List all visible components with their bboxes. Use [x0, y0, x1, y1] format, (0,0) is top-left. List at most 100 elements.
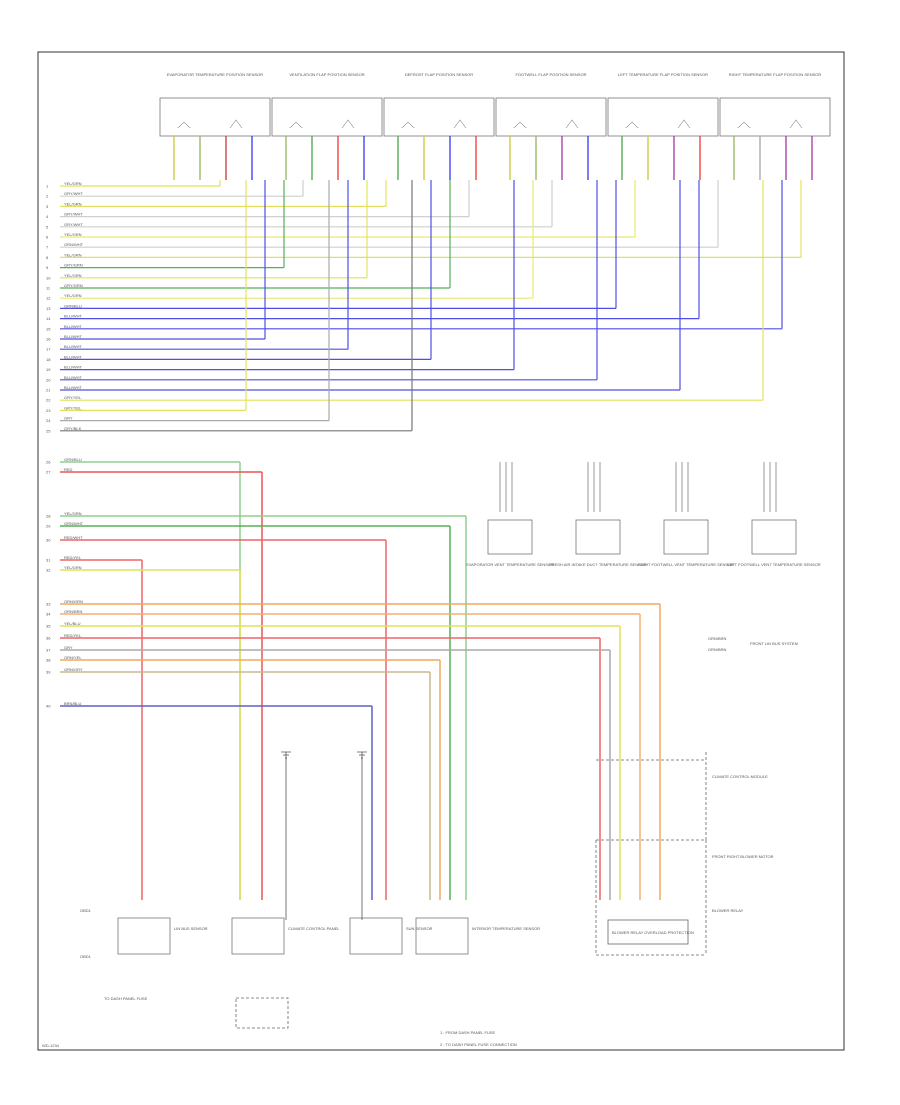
bus-wire-pin: 19 [46, 367, 51, 372]
relay-box [607, 919, 689, 945]
bus-wire-label: GRY/WHT [64, 222, 83, 227]
top-sensor: LEFT TEMPERATURE FLAP POSITION SENSOR [607, 72, 719, 180]
bus-wire-label: GRY/YEL [64, 405, 82, 410]
lower-wire-label: RED/WHT [64, 535, 83, 540]
bottom-component: SUN SENSOR [349, 917, 433, 955]
middle-sensor: FRESH AIR INTAKE DUCT TEMPERATURE SENSOR [549, 462, 647, 567]
bus-wire-label: GRN/BLU [64, 303, 82, 308]
potentiometer-symbol [625, 119, 691, 129]
lower-wire-pin: 32 [46, 568, 51, 573]
bus-wire-pin: 17 [46, 347, 51, 352]
potentiometer-symbol [401, 119, 467, 129]
connector-a-label: OBD1 [80, 908, 92, 913]
bus-wire-pin: 3 [46, 204, 49, 209]
bus-wire-pin: 9 [46, 265, 49, 270]
potentiometer-symbol [289, 119, 355, 129]
bus-wire-pin: 5 [46, 224, 49, 229]
bus-wire-label: GRY/BLK [64, 426, 82, 431]
bottom-component-label: INTERIOR TEMPERATURE SENSOR [472, 926, 540, 931]
note-1: 1 : FROM DASH PANEL FUSE [440, 1030, 495, 1035]
lower-wire-label: RED/YEL [64, 633, 82, 638]
lower-wire-label: RED [64, 467, 73, 472]
lower-wire-label: ORN/YEL [64, 655, 82, 660]
top-sensor: FOOTWELL FLAP POSITION SENSOR [495, 72, 607, 180]
bottom-component-label: SUN SENSOR [406, 926, 433, 931]
lin-bus-target: FRONT LIN BUS SYSTEM [750, 641, 798, 646]
bottom-left-block: OBD1 OBD1 TO DASH PANEL FUSE [80, 908, 148, 1001]
lower-wire-pin: 27 [46, 470, 51, 475]
bottom-left-note: TO DASH PANEL FUSE [104, 996, 148, 1001]
note-2: 2 : TO DASH PANEL FUSE CONNECTION [440, 1042, 517, 1047]
top-sensor-box [607, 97, 719, 137]
lin-bus-label-2: GRN/BRN [708, 647, 727, 652]
middle-sensor: RIGHT FOOTWELL VENT TEMPERATURE SENSOR [638, 462, 734, 567]
bus-wire-pin: 6 [46, 235, 49, 240]
lower-wire-label: GRN/BLU [64, 457, 82, 462]
bus-wire-label: GRY/GRN [64, 283, 83, 288]
ground-icon [357, 751, 367, 920]
lower-wire-label: GRN/WHT [64, 521, 84, 526]
bus-wire-pin: 23 [46, 408, 51, 413]
lower-wire-label: ORN/GRN [64, 599, 83, 604]
middle-sensor-label: FRESH AIR INTAKE DUCT TEMPERATURE SENSOR [549, 562, 647, 567]
blower-motor-label: FRONT RIGHT BLOWER MOTOR [712, 854, 774, 859]
bus-wire-pin: 11 [46, 286, 51, 291]
potentiometer-symbol [737, 119, 803, 129]
lower-wire-label: YEL/GRN [64, 565, 82, 570]
bus-wire-label: BLU/WHT [64, 385, 83, 390]
bottom-component-label: CLIMATE CONTROL PANEL [288, 926, 340, 931]
middle-sensor-label: RIGHT FOOTWELL VENT TEMPERATURE SENSOR [638, 562, 734, 567]
bus-wire-pin: 22 [46, 398, 51, 403]
middle-sensor-box [751, 519, 797, 555]
lower-wire-pin: 26 [46, 460, 51, 465]
bus-wire-label: BLU/WHT [64, 314, 83, 319]
bottom-component-box [415, 917, 469, 955]
top-sensor-box [159, 97, 271, 137]
climate-module: CLIMATE CONTROL MODULE FRONT RIGHT BLOWE… [595, 752, 774, 956]
lower-wire-label: RED/YEL [64, 555, 82, 560]
bus-wire-label: BLU/WHT [64, 334, 83, 339]
lower-wire-pin: 35 [46, 624, 51, 629]
top-sensor-box [719, 97, 831, 137]
top-sensor-label: DEFROST FLAP POSITION SENSOR [405, 72, 473, 77]
blower-relay-label: BLOWER RELAY [712, 908, 744, 913]
lower-wire-pin: 37 [46, 648, 51, 653]
top-sensor-label: RIGHT TEMPERATURE FLAP POSITION SENSOR [729, 72, 822, 77]
lower-wire-pin: 29 [46, 524, 51, 529]
bottom-component-label: LIN BUS SENSOR [174, 926, 208, 931]
bus-wire-label: YEL/GRN [64, 252, 82, 257]
bus-wire-label: BLU/WHT [64, 354, 83, 359]
bus-wire-label: BLU/WHT [64, 365, 83, 370]
bus-wire-pin: 10 [46, 275, 51, 280]
top-sensor-box [271, 97, 383, 137]
lower-wire-pin: 28 [46, 514, 51, 519]
middle-sensor-box [487, 519, 533, 555]
bottom-relay-box [235, 997, 289, 1029]
lower-wire-label: GRY [64, 645, 73, 650]
bus-wire-label: YEL/GRN [64, 181, 82, 186]
bus-wire-pin: 24 [46, 418, 51, 423]
bus-wire-pin: 18 [46, 357, 51, 362]
bottom-component: INTERIOR TEMPERATURE SENSOR [415, 917, 540, 955]
bus-wire-label: YEL/GRN [64, 201, 82, 206]
climate-module-label: CLIMATE CONTROL MODULE [712, 774, 768, 779]
middle-sensor-box [575, 519, 621, 555]
lower-wire-label: YEL/GRN [64, 511, 82, 516]
top-sensor-box [383, 97, 495, 137]
bus-wire-label: YEL/GRN [64, 273, 82, 278]
ground-icon [281, 751, 291, 920]
bus-wire-label: GRY [64, 416, 73, 421]
potentiometer-symbol [513, 119, 579, 129]
bottom-component: LIN BUS SENSOR [117, 917, 208, 955]
bottom-component-box [117, 917, 171, 955]
lower-wire-pin: 31 [46, 558, 51, 563]
lower-wire-pin: 30 [46, 538, 51, 543]
top-sensor-label: EVAPORATOR TEMPERATURE POSITION SENSOR [167, 72, 263, 77]
top-sensor-label: LEFT TEMPERATURE FLAP POSITION SENSOR [618, 72, 708, 77]
lower-wire-pin: 33 [46, 602, 51, 607]
